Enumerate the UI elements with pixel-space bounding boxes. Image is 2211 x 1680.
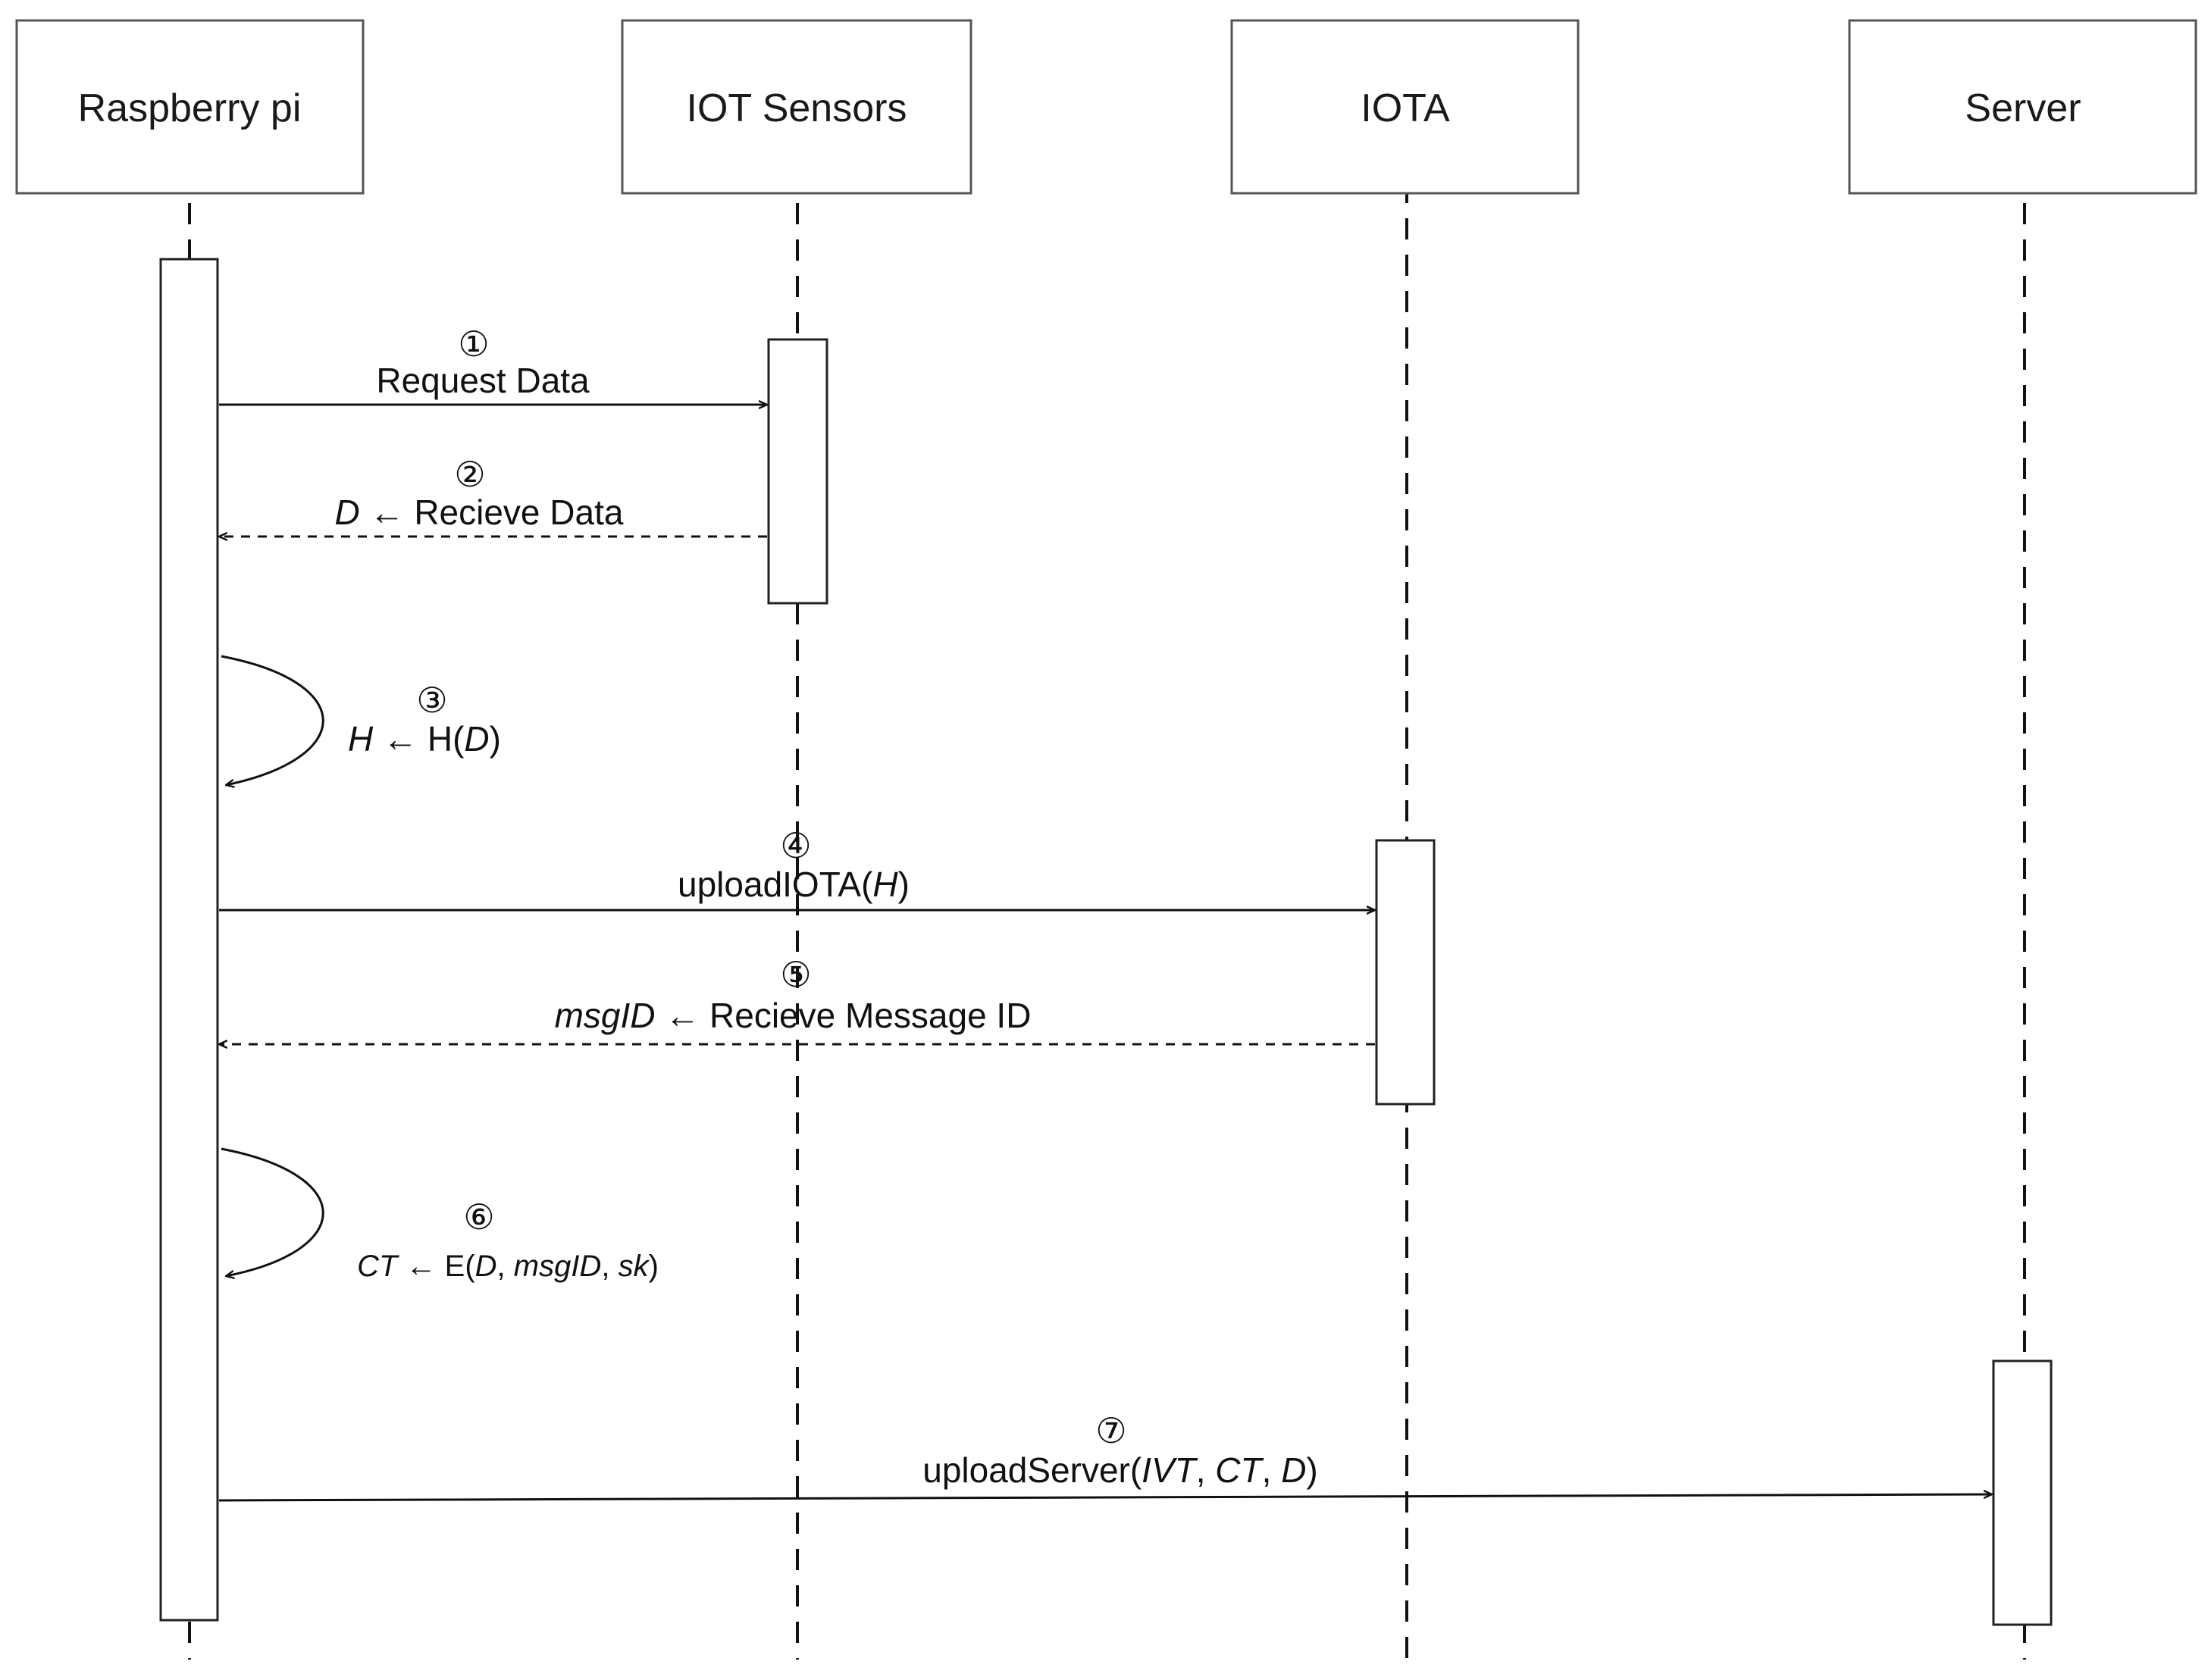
step-number: ⑥: [463, 1197, 494, 1237]
message-encrypt-self-call: ⑥ CT ← E(D, msgID, sk): [221, 1147, 659, 1283]
step-number: ④: [780, 825, 811, 866]
participant-iota: IOTA: [1230, 19, 1580, 195]
participant-label: IOTA: [1361, 86, 1450, 130]
step-number: ①: [458, 324, 489, 364]
message-label: uploadIOTA(H): [678, 865, 910, 904]
message-request-data: ① Request Data: [219, 324, 767, 405]
message-label: Request Data: [376, 361, 590, 400]
message-label: H ← H(D): [348, 719, 501, 759]
participant-server: Server: [1848, 19, 2197, 195]
message-label: CT ← E(D, msgID, sk): [357, 1250, 659, 1283]
step-number: ②: [454, 454, 485, 495]
activation-iot-sensors: [767, 338, 828, 605]
activation-iota: [1375, 839, 1436, 1106]
step-number: ③: [416, 680, 447, 721]
step-number: ⑤: [780, 954, 811, 995]
message-label: uploadServer(IVT, CT, D): [922, 1450, 1318, 1490]
message-upload-iota: ④ uploadIOTA(H): [219, 825, 1375, 910]
participant-label: IOT Sensors: [687, 86, 907, 130]
participant-label: Raspberry pi: [78, 86, 302, 130]
participant-label: Server: [1965, 86, 2081, 130]
message-recieve-message-id: ⑤ msgID ← Recieve Message ID: [219, 954, 1375, 1044]
message-upload-server: ⑦ uploadServer(IVT, CT, D): [218, 1410, 1992, 1502]
activation-raspberry-pi: [159, 258, 219, 1622]
participant-raspberry-pi: Raspberry pi: [15, 19, 365, 195]
message-recieve-data: ② D ← Recieve Data: [219, 454, 767, 537]
message-hash-self-call: ③ H ← H(D): [221, 655, 501, 785]
message-label: D ← Recieve Data: [335, 493, 624, 532]
participant-iot-sensors: IOT Sensors: [621, 19, 972, 195]
message-label: msgID ← Recieve Message ID: [555, 996, 1032, 1035]
step-number: ⑦: [1095, 1410, 1126, 1451]
activation-server: [1992, 1359, 2053, 1626]
